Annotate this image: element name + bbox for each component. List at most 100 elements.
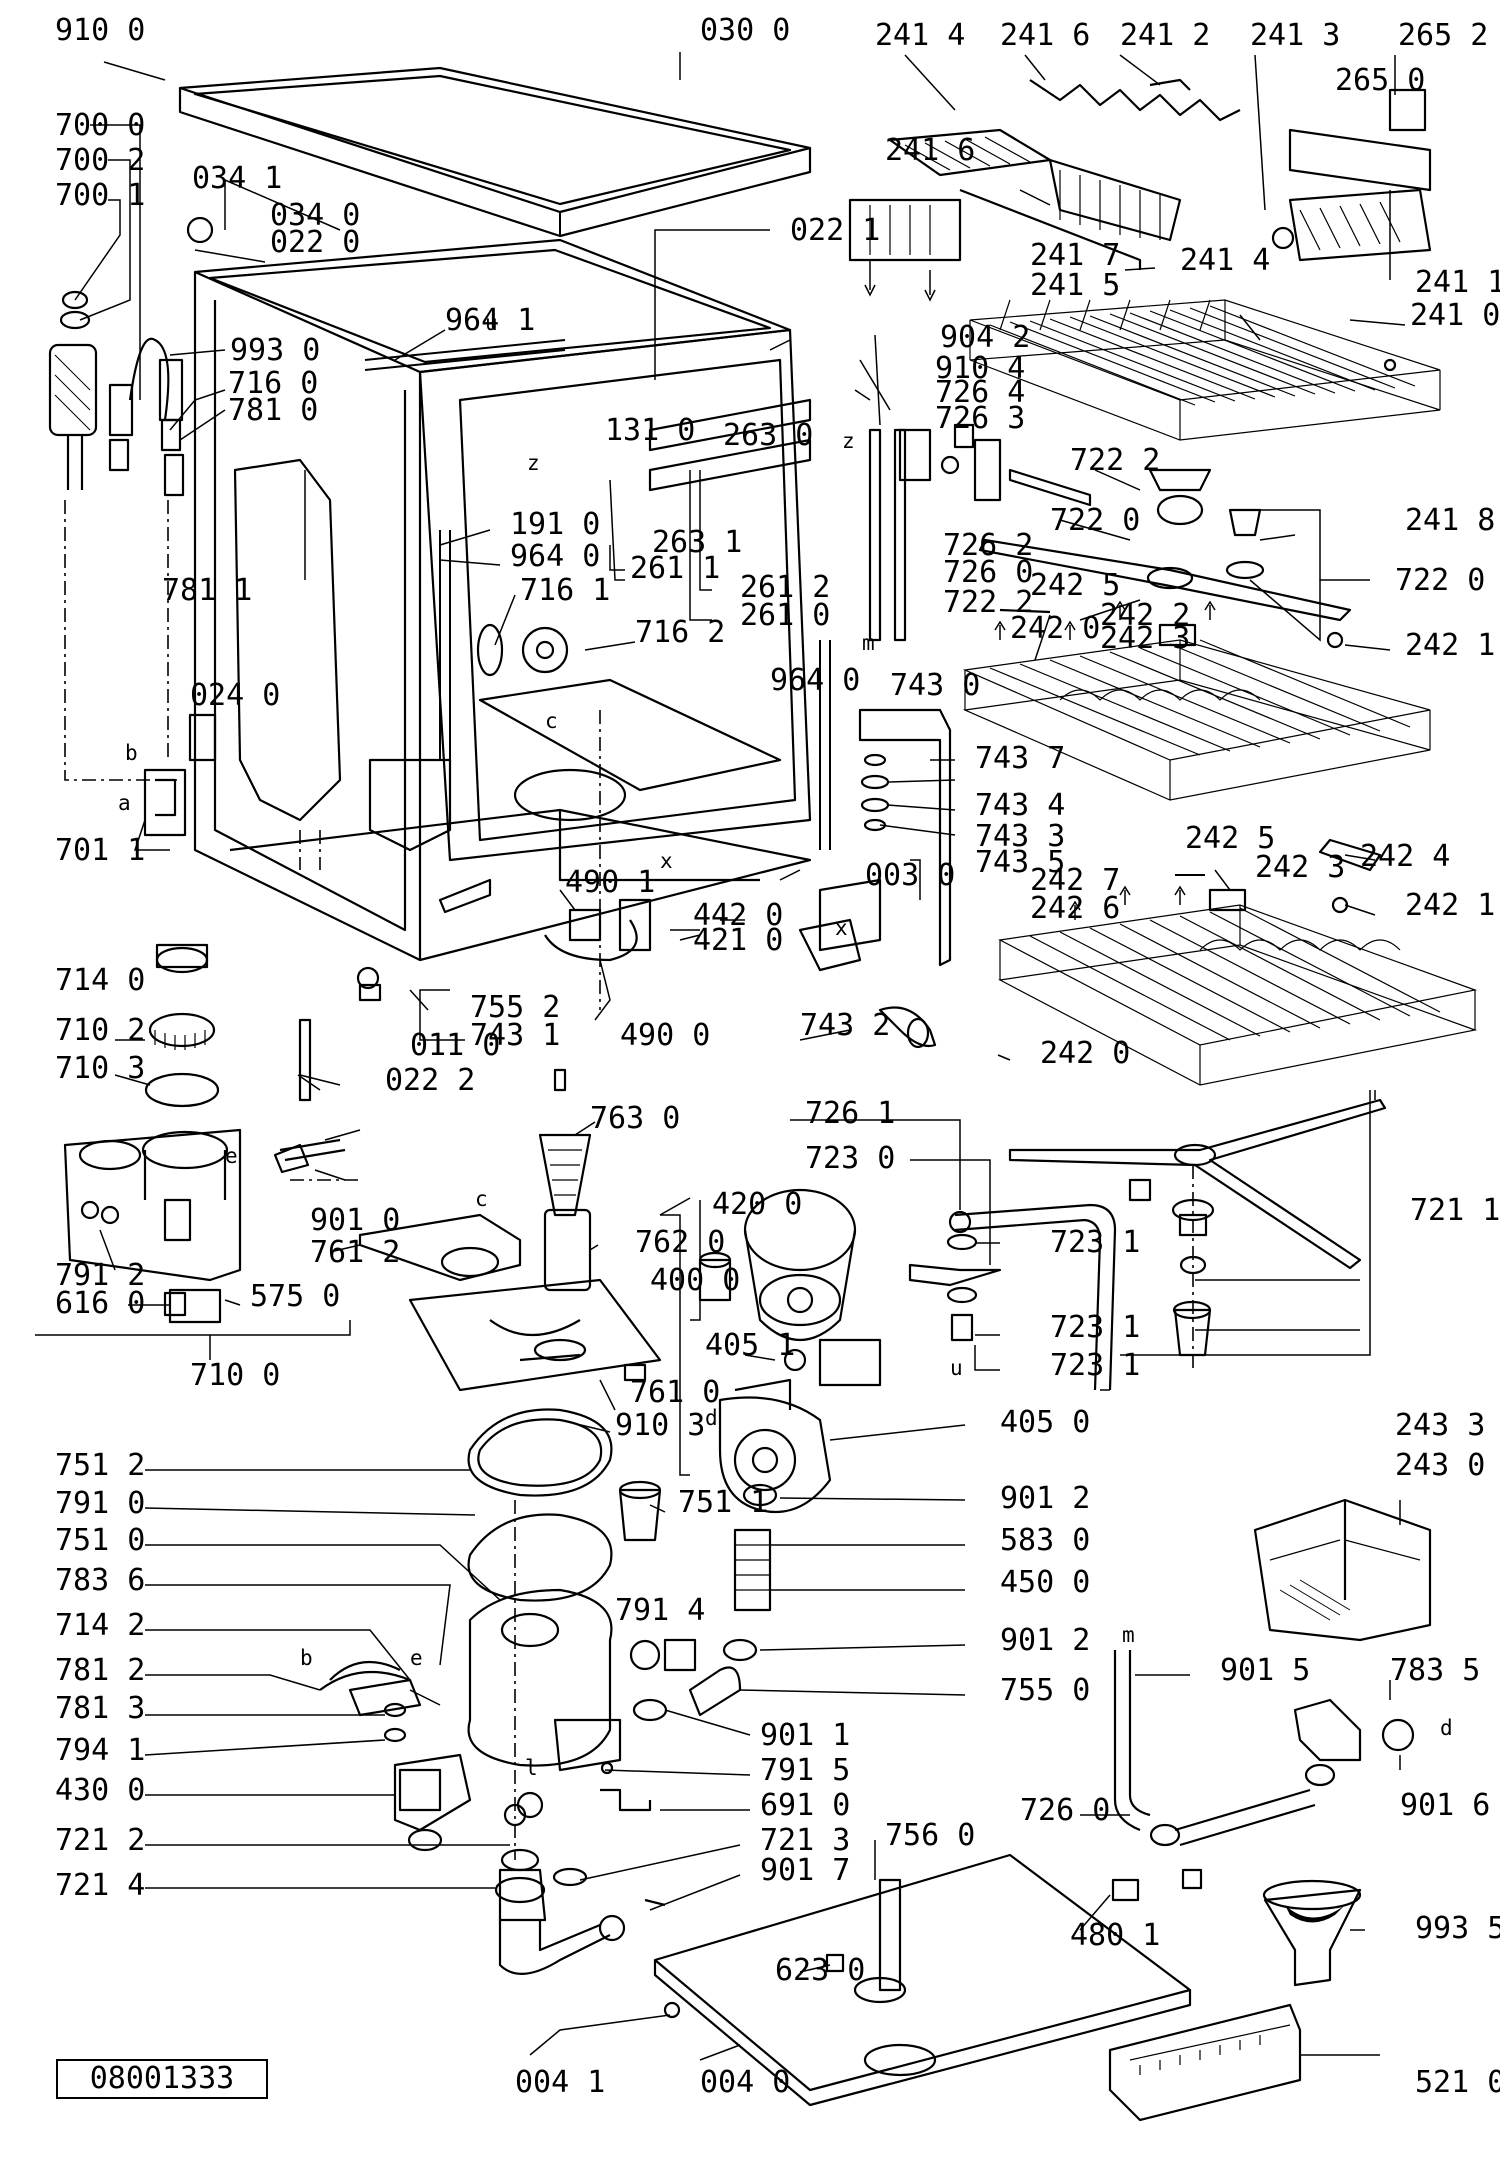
part-label: 242 5 xyxy=(1030,568,1120,603)
tub-cabinet-part xyxy=(188,238,831,962)
part-label: 722 2 xyxy=(943,585,1033,620)
part-label: 242 4 xyxy=(1360,839,1450,874)
reference-marker: u xyxy=(950,1356,963,1380)
part-label: 794 1 xyxy=(55,1733,145,1768)
part-label: 743 5 xyxy=(975,845,1065,880)
part-label: 781 1 xyxy=(162,573,252,608)
part-label: 022 2 xyxy=(385,1063,475,1098)
wash-motor-part xyxy=(516,1188,882,1819)
part-label: 751 2 xyxy=(55,1448,145,1483)
part-label: 420 0 xyxy=(712,1187,802,1222)
part-label: 521 0 xyxy=(1415,2065,1500,2100)
drain-hose-part xyxy=(1113,1498,1432,1987)
part-label: 700 1 xyxy=(55,178,145,213)
part-label: 421 0 xyxy=(693,923,783,958)
reference-marker: c xyxy=(475,1187,488,1211)
lower-basket-part xyxy=(998,838,1478,1086)
reference-marker: b xyxy=(125,741,138,765)
part-label: 261 2 xyxy=(740,570,830,605)
part-label: 241 4 xyxy=(875,18,965,53)
part-label: 022 0 xyxy=(270,225,360,260)
part-label: 726 0 xyxy=(1020,1793,1110,1828)
part-label: 781 2 xyxy=(55,1653,145,1688)
part-label: 901 2 xyxy=(1000,1623,1090,1658)
part-label: 721 2 xyxy=(55,1823,145,1858)
part-label: 241 2 xyxy=(1120,18,1210,53)
feed-tube-part xyxy=(908,1203,1117,1391)
part-label: 242 1 xyxy=(1405,628,1495,663)
part-label: 726 0 xyxy=(943,555,1033,590)
part-label: 490 0 xyxy=(620,1018,710,1053)
part-label: 241 3 xyxy=(1250,18,1340,53)
part-label: 242 3 xyxy=(1100,621,1190,656)
part-label: 755 0 xyxy=(1000,1673,1090,1708)
part-label: 242 2 xyxy=(1100,598,1190,633)
part-label: 623 0 xyxy=(775,1953,865,1988)
part-label: 791 0 xyxy=(55,1486,145,1521)
part-label: 242 0 xyxy=(1010,611,1100,646)
sump-assembly xyxy=(63,943,666,1975)
part-label: 726 3 xyxy=(935,401,1025,436)
part-label: 751 1 xyxy=(678,1485,768,1520)
part-label: 004 1 xyxy=(515,2065,605,2100)
part-label: 263 1 xyxy=(652,525,742,560)
part-label: 901 1 xyxy=(760,1718,850,1753)
lower-spray-arm xyxy=(1008,1098,1387,1370)
part-label: 004 0 xyxy=(700,2065,790,2100)
part-label: 400 0 xyxy=(650,1263,740,1298)
part-label: 034 1 xyxy=(192,161,282,196)
reference-marker: e xyxy=(410,1646,423,1670)
part-label: 263 0 xyxy=(723,418,813,453)
reference-marker: z xyxy=(842,429,855,453)
part-label: 723 0 xyxy=(805,1141,895,1176)
reference-marker: d xyxy=(705,1406,718,1430)
part-label: 783 6 xyxy=(55,1563,145,1598)
drawing-code-box xyxy=(56,2059,268,2099)
part-label: 030 0 xyxy=(700,13,790,48)
reference-marker: e xyxy=(225,1144,238,1168)
part-label: 241 5 xyxy=(1030,268,1120,303)
part-label: 791 2 xyxy=(55,1258,145,1293)
part-label: 743 4 xyxy=(975,788,1065,823)
part-label: 265 2 xyxy=(1398,18,1488,53)
part-label: 430 0 xyxy=(55,1773,145,1808)
part-label: 405 0 xyxy=(1000,1405,1090,1440)
part-label: 022 1 xyxy=(790,213,880,248)
part-label: 241 7 xyxy=(1030,238,1120,273)
part-label: 710 0 xyxy=(190,1358,280,1393)
part-label: 700 2 xyxy=(55,143,145,178)
part-label: 243 0 xyxy=(1395,1448,1485,1483)
part-label: 993 0 xyxy=(230,333,320,368)
part-label: 714 2 xyxy=(55,1608,145,1643)
part-label: 714 0 xyxy=(55,963,145,998)
part-label: 242 5 xyxy=(1185,821,1275,856)
upper-spray-arm xyxy=(868,423,1352,642)
part-label: 783 5 xyxy=(1390,1653,1480,1688)
part-label: 616 0 xyxy=(55,1286,145,1321)
reference-marker: z xyxy=(527,451,540,475)
part-label: 716 1 xyxy=(520,573,610,608)
part-label: 722 0 xyxy=(1050,503,1140,538)
part-label: 964 1 xyxy=(445,303,535,338)
part-label: 131 0 xyxy=(605,413,695,448)
part-label: 761 0 xyxy=(630,1375,720,1410)
part-label: 024 0 xyxy=(190,678,280,713)
part-label: 901 5 xyxy=(1220,1653,1310,1688)
part-label: 242 7 xyxy=(1030,863,1120,898)
part-label: 191 0 xyxy=(510,507,600,542)
part-label: 743 0 xyxy=(890,668,980,703)
leader-lines xyxy=(35,52,1406,2061)
part-label: 743 7 xyxy=(975,741,1065,776)
part-label: 791 4 xyxy=(615,1593,705,1628)
part-label: 761 2 xyxy=(310,1235,400,1270)
part-label: 910 4 xyxy=(935,351,1025,386)
part-label: 726 1 xyxy=(805,1096,895,1131)
drawing-code: 08001333 xyxy=(90,2061,235,2096)
misc-small-parts xyxy=(273,966,1152,1382)
part-label: 910 3 xyxy=(615,1408,705,1443)
part-label: 716 2 xyxy=(635,615,725,650)
reference-marker: x xyxy=(660,849,673,873)
